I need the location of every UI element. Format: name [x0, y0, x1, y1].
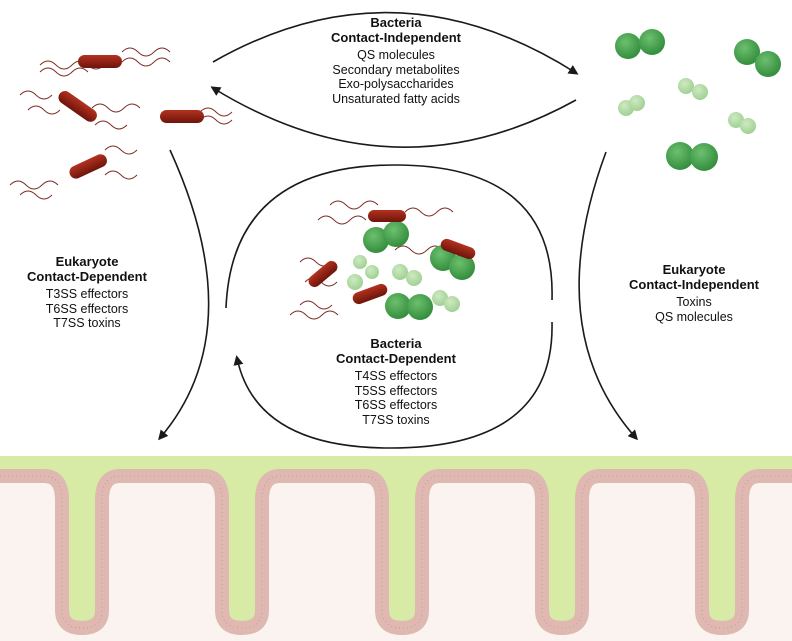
center-group-title-line2: Contact-Dependent: [336, 351, 456, 366]
left-group-title-line1: Eukaryote: [55, 254, 119, 269]
center-group-title-line1: Bacteria: [370, 336, 422, 351]
top-group-item: Secondary metabolites: [332, 62, 460, 77]
top-group-title-line1: Bacteria: [370, 15, 422, 30]
arrow-left-down: [158, 149, 210, 441]
right-group-item: Toxins: [676, 295, 712, 309]
center-group-item: T6SS effectors: [354, 398, 438, 412]
mucus-layer: [0, 456, 792, 628]
center-group-item: T4SS effectors: [354, 369, 438, 383]
arrow-center-return: [233, 321, 553, 449]
arrow-center-left: [225, 164, 553, 309]
center-group-label: Bacteria Contact-Dependent T4SS effector…: [318, 336, 474, 427]
center-group-item: T7SS toxins: [362, 412, 430, 427]
arrow-right-down: [578, 151, 638, 441]
left-group-item: T6SS effectors: [45, 301, 129, 316]
top-group-item: QS molecules: [357, 48, 435, 62]
cell-borders: [0, 475, 792, 629]
right-group-title-line1: Eukaryote: [662, 262, 726, 277]
right-group-title-line2: Contact-Independent: [629, 277, 759, 292]
right-group-item: QS molecules: [655, 309, 733, 324]
left-group-item: T7SS toxins: [53, 316, 121, 330]
arrows: [158, 11, 638, 449]
intestinal-epithelium: [0, 456, 792, 641]
top-group-label: Bacteria Contact-Independent QS molecule…: [300, 15, 492, 106]
rod-bacteria-cluster-topleft: [9, 47, 233, 200]
center-group-item: T5SS effectors: [354, 383, 438, 398]
top-group-item: Exo-polysaccharides: [338, 77, 454, 91]
right-group-label: Eukaryote Contact-Independent Toxins QS …: [612, 262, 776, 324]
arrow-top-left: [210, 86, 577, 148]
top-group-title-line2: Contact-Independent: [331, 30, 461, 45]
left-group-title-line2: Contact-Dependent: [27, 269, 147, 284]
top-group-item: Unsaturated fatty acids: [332, 91, 460, 106]
left-group-label: Eukaryote Contact-Dependent T3SS effecto…: [12, 254, 162, 331]
cocci-cluster-topright: [615, 29, 781, 171]
mixed-bacteria-community: [289, 200, 476, 320]
left-group-item: T3SS effectors: [45, 287, 129, 301]
arrow-top-right: [212, 11, 579, 75]
